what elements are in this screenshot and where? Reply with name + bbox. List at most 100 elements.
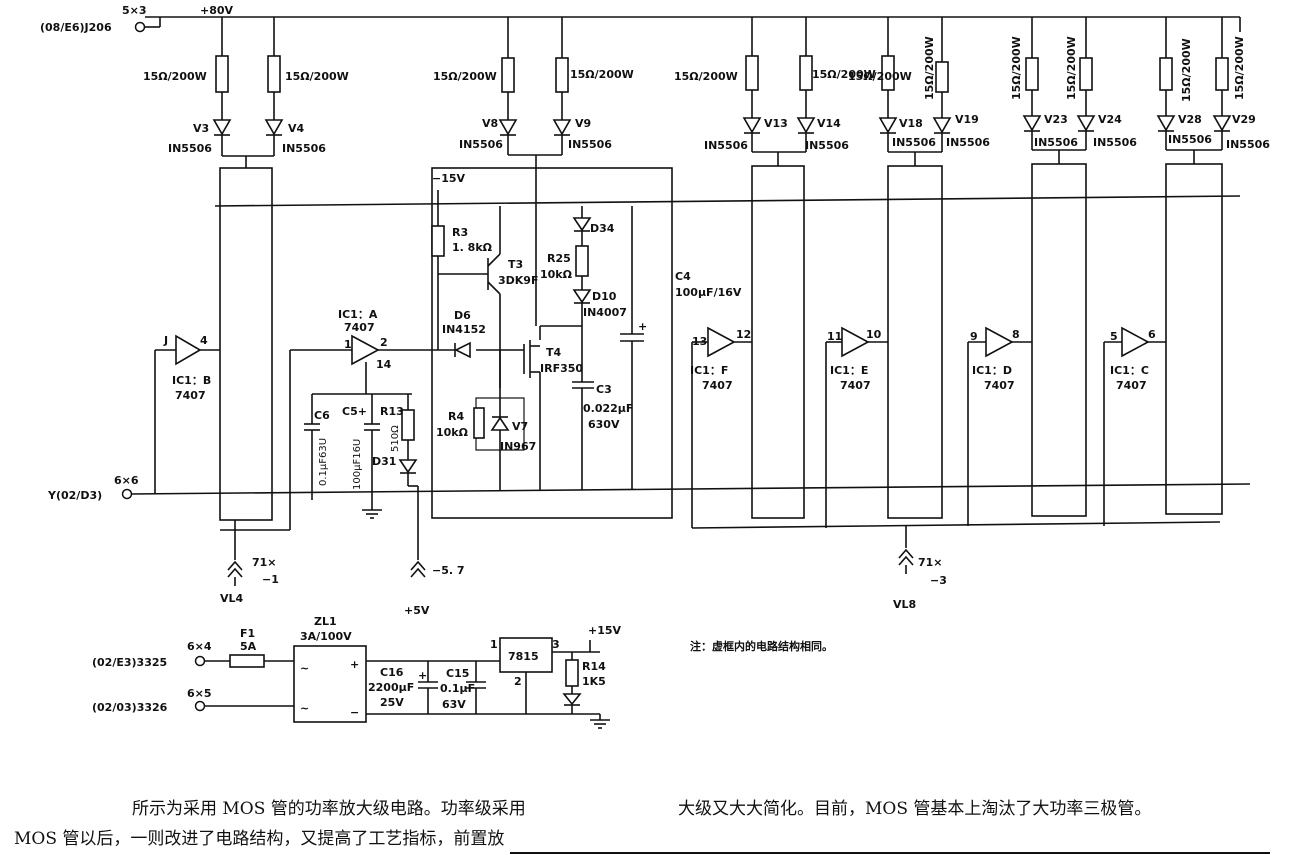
- ac-in-1-ref: 6×4: [187, 640, 212, 653]
- branch-v29: [1166, 17, 1232, 151]
- load-resistor-v24: 15Ω/200W: [1065, 36, 1078, 100]
- buffer-ic1f-label: IC1：F: [690, 364, 728, 377]
- zener-v7-part: IN967: [500, 440, 536, 453]
- rectifier-plus: +: [350, 658, 359, 671]
- branch-v19: [888, 17, 952, 153]
- caption-right: 大级又大大简化。目前，MOS 管基本上淘汰了大功率三极管。: [678, 799, 1152, 819]
- ac-in-2-ref: 6×5: [187, 687, 212, 700]
- rectifier-ac-2: ~: [300, 702, 309, 715]
- stage-box-f: [751, 165, 805, 519]
- diode-v9-label: V9: [575, 117, 591, 130]
- diode-v9-part: IN5506: [568, 138, 612, 151]
- schematic-note: 注：虚框内的电路结构相同。: [690, 639, 833, 653]
- buffer-ic1c-pin-in: 5: [1110, 330, 1118, 343]
- diode-v3-label: V3: [193, 122, 209, 135]
- diode-d10-part: IN4007: [583, 306, 627, 319]
- ac-in-1-terminal: [194, 655, 206, 667]
- diode-v28-part: IN5506: [1168, 133, 1212, 146]
- led-d34: [572, 217, 592, 232]
- capacitor-c5-label: C5+: [342, 405, 367, 418]
- power-in-ref: 5×3: [122, 4, 147, 17]
- stage-box-d: [1031, 163, 1087, 517]
- caption-left-line1: 所示为采用 MOS 管的功率放大级电路。功率级采用: [132, 799, 526, 819]
- resistor-r4-label: R4: [448, 410, 464, 423]
- diode-v14-part: IN5506: [805, 139, 849, 152]
- connector-vl8: [898, 548, 914, 566]
- branch-v4: [222, 17, 284, 157]
- capacitor-c4-value: 100μF/16V: [675, 286, 742, 299]
- resistor-r13-label: R13: [380, 405, 404, 418]
- buffer-ic1b: [175, 334, 202, 366]
- load-resistor-v8: 15Ω/200W: [433, 70, 497, 83]
- diode-v13-label: V13: [764, 117, 788, 130]
- diode-v8-label: V8: [482, 117, 498, 130]
- buffer-ic1c: [1121, 326, 1150, 358]
- diode-v24-label: V24: [1098, 113, 1122, 126]
- branch-v24: [1032, 17, 1096, 151]
- rail-neg15: [214, 195, 1241, 207]
- zener-v7-label: V7: [512, 420, 528, 433]
- resistor-r14-value: 1K5: [582, 675, 606, 688]
- connector-vl8-ref: 71×: [918, 556, 943, 569]
- diode-v13-part: IN5506: [704, 139, 748, 152]
- load-resistor-v29: 15Ω/200W: [1233, 36, 1246, 100]
- branch-v9: [508, 17, 572, 156]
- regulator-pin3: 3: [552, 638, 560, 651]
- buffer-ic1e-pin-out: 10: [866, 328, 882, 341]
- connector-vl4-sub: −1: [262, 573, 279, 586]
- capacitor-c3-label: C3: [596, 383, 612, 396]
- capacitor-c16-value: 2200μF: [368, 681, 414, 694]
- buffer-ic1a-pin-in: 1: [344, 338, 352, 351]
- diode-v18-label: V18: [899, 117, 923, 130]
- resistor-r3: [431, 225, 445, 257]
- buffer-ic1e: [841, 326, 870, 358]
- buffer-ic1c-part: 7407: [1116, 379, 1147, 392]
- buffer-ic1b-pin-out: 4: [200, 334, 208, 347]
- load-resistor-v28: 15Ω/200W: [1180, 38, 1193, 102]
- diode-d10-label: D10: [592, 290, 617, 303]
- buffer-ic1d-part: 7407: [984, 379, 1015, 392]
- load-resistor-v18: 15Ω/200W: [848, 70, 912, 83]
- load-resistor-v4: 15Ω/200W: [285, 70, 349, 83]
- buffer-ic1a-pin-pwr: 14: [376, 358, 392, 371]
- led-d31-label: D31: [372, 455, 396, 468]
- buffer-ic1a: [351, 334, 380, 366]
- connector-neg57: [410, 560, 426, 578]
- svg-text:+: +: [638, 320, 647, 333]
- load-resistor-v14: 15Ω/200W: [812, 68, 876, 81]
- capacitor-c4-label: C4: [675, 270, 691, 283]
- branch-v3: [212, 17, 232, 156]
- branch-v18: [878, 17, 898, 152]
- ac-in-1-label: (02/E3)3325: [92, 656, 167, 669]
- diode-v19-part: IN5506: [946, 136, 990, 149]
- diode-v4-part: IN5506: [282, 142, 326, 155]
- buffer-ic1d-pin-in: 9: [970, 330, 978, 343]
- power-in-label: (08/E6)J206: [40, 21, 112, 34]
- buffer-ic1b-pin-in: J: [163, 334, 168, 347]
- diode-d6: [454, 341, 471, 359]
- buffer-ic1c-label: IC1：C: [1110, 364, 1149, 377]
- buffer-ic1e-part: 7407: [840, 379, 871, 392]
- stage-box-c: [1165, 163, 1223, 515]
- resistor-r14: [565, 659, 579, 687]
- buffer-ic1a-part: 7407: [344, 321, 375, 334]
- diode-v18-part: IN5506: [892, 136, 936, 149]
- buffer-ic1d: [985, 326, 1014, 358]
- branch-v23: [1022, 17, 1042, 150]
- driver-block: [431, 167, 673, 519]
- resistor-r4-value: 10kΩ: [436, 426, 469, 439]
- capacitor-c16-label: C16: [380, 666, 404, 679]
- rectifier-zl1-value: 3A/100V: [300, 630, 352, 643]
- led-d34-label: D34: [590, 222, 615, 235]
- caption-underline: [510, 852, 1270, 854]
- rail-signal: [129, 483, 1251, 495]
- signal-in-label: Y(02/D3): [47, 489, 102, 502]
- mosfet-t4-part: IRF350: [540, 362, 583, 375]
- branch-v13: [742, 17, 762, 152]
- buffer-ic1c-pin-out: 6: [1148, 328, 1156, 341]
- transistor-t3-part: 3DK9F: [498, 274, 538, 287]
- rail-neg57-label: −5. 7: [432, 564, 465, 577]
- rail-neg15-label: −15V: [432, 172, 466, 185]
- load-resistor-v9: 15Ω/200W: [570, 68, 634, 81]
- led-r14: [562, 693, 582, 706]
